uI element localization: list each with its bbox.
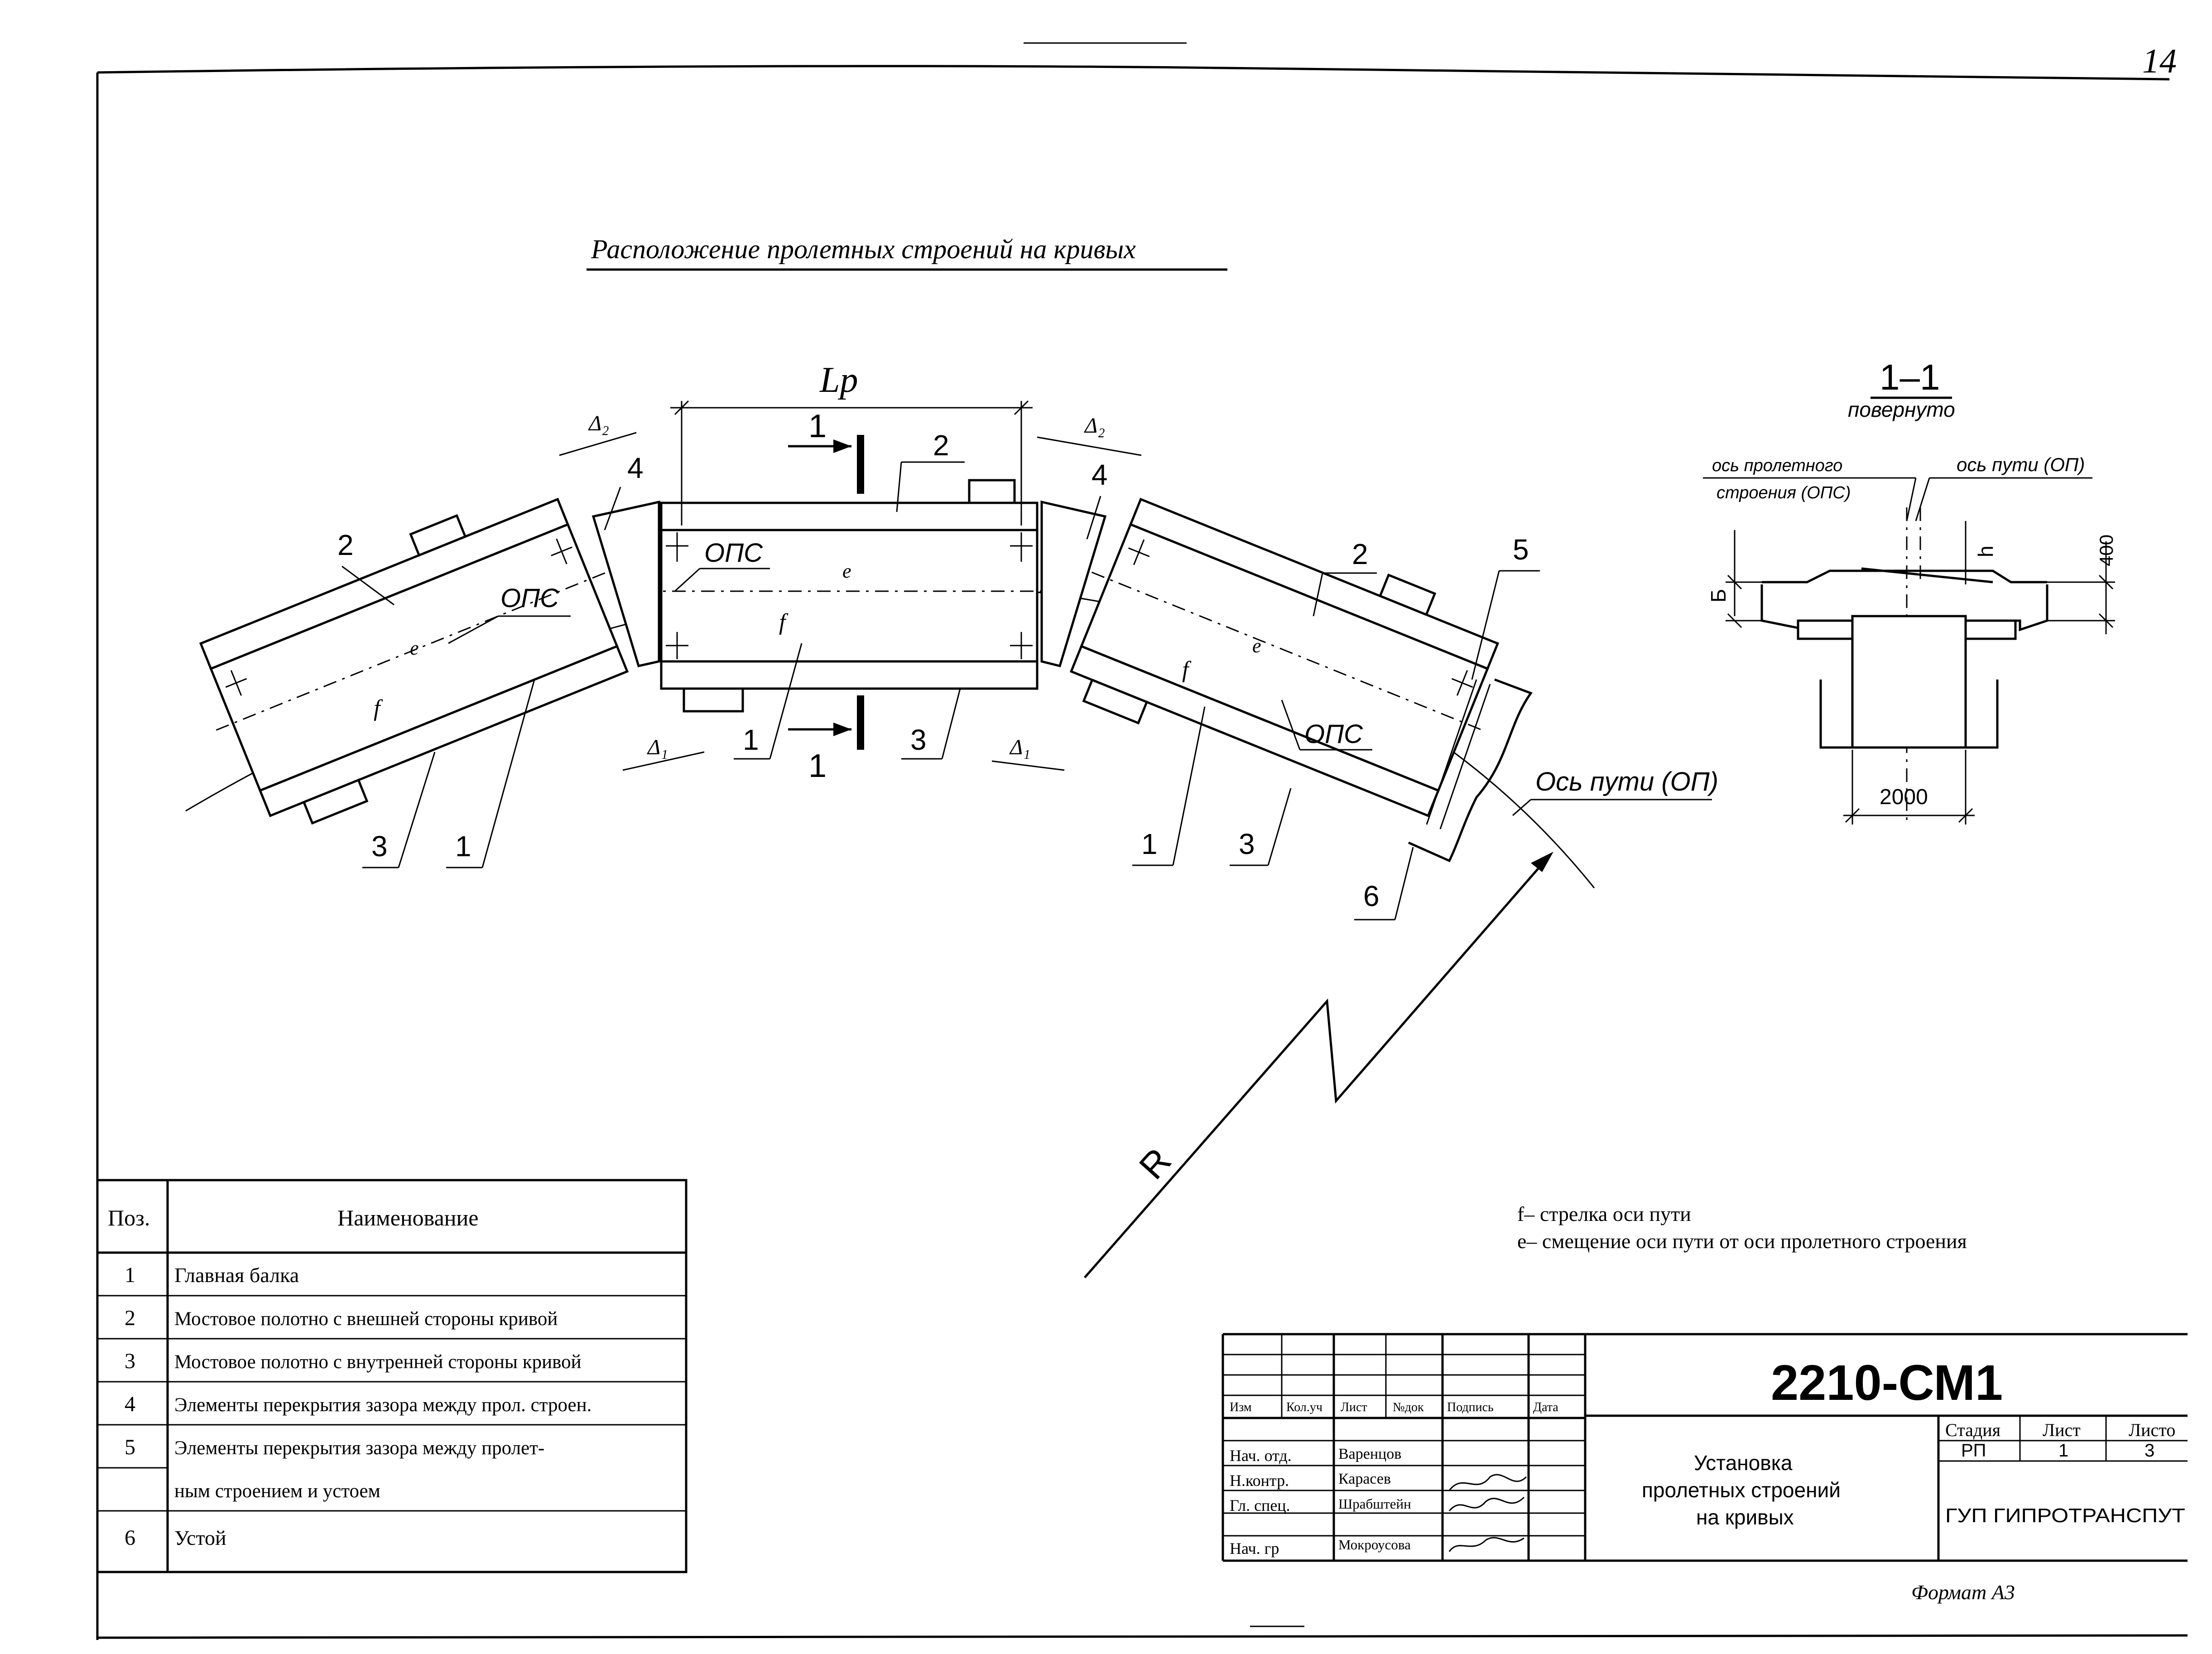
gap-cover-left	[591, 500, 660, 667]
role-name: Варенцов	[1338, 1446, 1401, 1462]
sheet-number: 14	[2142, 42, 2177, 80]
plan-title: Расположение пролетных строений на кривы…	[591, 234, 1136, 264]
role-name: Карасев	[1338, 1471, 1391, 1487]
callout-4-left: 4	[627, 452, 644, 484]
delta-2-right: Δ₂	[1084, 414, 1105, 438]
callout-1-middle: 1	[743, 723, 759, 756]
callout-3-middle: 3	[910, 723, 927, 756]
delta-1-left: Δ₁	[647, 735, 668, 759]
rev-header-ndok: №док	[1393, 1400, 1424, 1414]
signature-scribble	[1448, 1496, 1525, 1511]
callout-2-middle: 2	[933, 429, 949, 462]
spec-table: Поз. Наименование 1 Главная балка 2 Мост…	[96, 1179, 688, 1573]
title-block: Изм Кол.уч Лист №док Подпись Дата Нач. о…	[1221, 1333, 2188, 1562]
ops-label-middle: ОПС	[704, 538, 763, 568]
section-mark-top: 1	[808, 408, 827, 444]
table-row-name: Главная балка	[174, 1263, 299, 1287]
table-row-pos: 1	[125, 1263, 135, 1287]
role-label: Нач. отд.	[1230, 1447, 1292, 1465]
rev-header-data: Дата	[1533, 1400, 1558, 1414]
callout-6: 6	[1363, 880, 1380, 912]
radius-line	[1084, 855, 1550, 1278]
left-span	[199, 497, 629, 825]
signature-scribble	[1448, 1474, 1527, 1491]
sheet-header: Лист	[2043, 1420, 2081, 1440]
rev-header-koluch: Кол.уч	[1286, 1400, 1322, 1414]
table-row-name: ным строением и устоем	[174, 1480, 380, 1502]
note-e: e– смещение оси пути от оси пролетного с…	[1517, 1230, 1967, 1253]
dim-b: Б	[1707, 589, 1730, 603]
doc-code: 2210-СМ1	[1771, 1355, 2003, 1411]
sheet-value: 1	[2058, 1441, 2068, 1461]
section-subtitle: повернуто	[1848, 398, 1955, 421]
callout-1-left: 1	[455, 830, 471, 863]
table-row-name: Мостовое полотно с внешней стороны криво…	[174, 1308, 558, 1330]
rev-header-podpis: Подпись	[1447, 1400, 1494, 1414]
rev-header-izm: Изм	[1230, 1400, 1252, 1414]
e-label-right: e	[1252, 635, 1261, 657]
right-span	[1069, 497, 1500, 817]
table-row-name: Элементы перекрытия зазора между пролет-	[174, 1437, 544, 1459]
doc-title-line1: Установка	[1694, 1451, 1793, 1475]
organization: ГУП ГИПРОТРАНСПУТ	[1945, 1505, 2185, 1527]
sheets-value: 3	[2145, 1441, 2154, 1461]
stage-header: Стадия	[1945, 1420, 2000, 1440]
callout-4-right: 4	[1092, 458, 1108, 491]
e-label-middle: e	[842, 560, 851, 582]
plan-view: Lp 1 1 Δ₂ Δ₁ Δ₂ Δ₁ ОПС ОПС ОПС e f e f e	[185, 360, 1718, 1278]
role-name: Мокроусова	[1338, 1537, 1411, 1553]
e-label-left: e	[410, 637, 419, 659]
delta-1-right: Δ₁	[1009, 735, 1030, 759]
callout-1-right: 1	[1141, 828, 1158, 860]
dim-2000: 2000	[1880, 785, 1928, 809]
callout-2-left: 2	[337, 529, 354, 561]
span-axis-label-line1: ось пролетного	[1712, 456, 1842, 475]
rev-header-list: Лист	[1341, 1400, 1367, 1414]
note-f: f– стрелка оси пути	[1517, 1202, 1691, 1225]
table-row-name: Мостовое полотно с внутренней стороны кр…	[174, 1351, 582, 1373]
role-name: Шрабштейн	[1338, 1496, 1411, 1512]
role-label: Нач. гр	[1230, 1539, 1279, 1558]
callout-2-right: 2	[1352, 538, 1368, 570]
table-row-pos: 5	[125, 1435, 135, 1459]
span-length-label: Lp	[819, 360, 858, 400]
section-mark-bottom: 1	[808, 748, 827, 784]
doc-title-line3: на кривых	[1696, 1505, 1794, 1529]
table-row-pos: 6	[125, 1526, 135, 1550]
ops-label-right: ОПС	[1304, 719, 1363, 749]
table-header-name: Наименование	[337, 1205, 479, 1230]
role-label: Гл. спец.	[1230, 1496, 1290, 1514]
middle-span	[643, 479, 1055, 713]
delta-2-left: Δ₂	[588, 411, 609, 435]
table-row-name: Устой	[174, 1526, 226, 1549]
section-1-1: 1–1 повернуто ось пролетного строения (О…	[1703, 357, 2117, 825]
dim-h: h	[1974, 545, 1997, 557]
abutment	[1408, 678, 1533, 863]
table-row-name: Элементы перекрытия зазора между прол. с…	[174, 1394, 591, 1416]
doc-title-line2: пролетных строений	[1642, 1478, 1841, 1502]
stage-value: РП	[1961, 1441, 1986, 1461]
section-track-axis-label: ось пути (ОП)	[1957, 454, 2085, 475]
ops-label-left: ОПС	[500, 583, 559, 613]
dim-400: 400	[2096, 535, 2117, 566]
callout-5: 5	[1513, 533, 1529, 566]
section-title: 1–1	[1880, 357, 1940, 397]
table-row-pos: 4	[125, 1392, 135, 1416]
role-label: Н.контр.	[1230, 1471, 1289, 1490]
table-row-pos: 3	[125, 1349, 135, 1373]
format-label: Формат А3	[1911, 1581, 2015, 1604]
callout-3-left: 3	[371, 830, 388, 863]
callout-3-right: 3	[1239, 828, 1255, 860]
span-axis-label-line2: строения (ОПС)	[1717, 483, 1851, 502]
sheets-header: Листо	[2129, 1420, 2175, 1440]
table-header-pos: Поз.	[108, 1205, 150, 1230]
gap-cover-right	[1040, 500, 1107, 668]
track-axis-label: Ось пути (ОП)	[1535, 767, 1718, 796]
signature-scribble	[1448, 1537, 1524, 1552]
table-row-pos: 2	[125, 1306, 135, 1330]
